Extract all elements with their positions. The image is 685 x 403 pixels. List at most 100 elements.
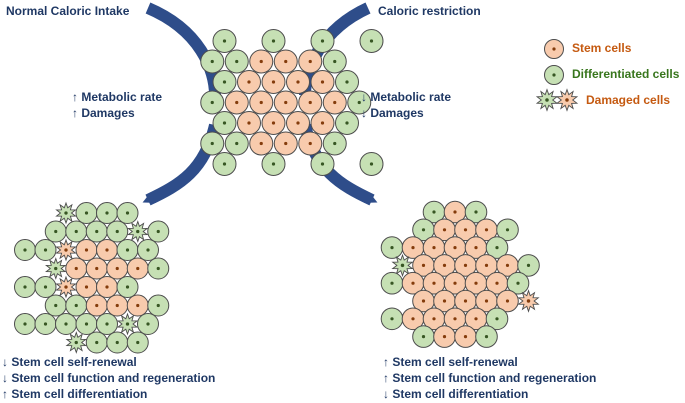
- damaged-cell: [45, 257, 67, 280]
- differentiated-cell: [65, 294, 88, 317]
- differentiated-cell: [44, 294, 67, 317]
- differentiated-cell: [85, 331, 108, 354]
- cell-clusters: [14, 29, 540, 354]
- differentiated-cell: [322, 131, 347, 156]
- stem-cell: [433, 325, 456, 348]
- differentiated-cell: [44, 220, 67, 243]
- differentiated-cell: [224, 49, 249, 74]
- differentiated-cell: [106, 220, 129, 243]
- differentiated-cell: [147, 257, 170, 280]
- outcome-line: ↓ Stem cell differentiation: [383, 387, 529, 401]
- differentiated-cell: [34, 276, 57, 298]
- stem-cell: [298, 90, 323, 115]
- damaged-cell: [127, 220, 149, 243]
- stem-cell: [96, 239, 118, 261]
- differentiated-cell: [85, 220, 108, 243]
- effects-restriction: ↓ Metabolic rate ↓ Damages: [361, 89, 451, 121]
- differentiated-cell: [116, 239, 139, 261]
- stem-cell: [298, 131, 323, 156]
- stem-cell: [126, 257, 149, 280]
- differentiated-cell: [212, 111, 237, 135]
- differentiated-cell: [200, 90, 225, 115]
- differentiated-cell: [96, 313, 118, 335]
- stem-cell: [273, 131, 298, 156]
- differentiated-cell: [137, 239, 159, 261]
- differentiated-cell: [212, 29, 237, 53]
- legend-label: Damaged cells: [586, 93, 671, 107]
- outcomes-normal: ↓ Stem cell self-renewal ↓ Stem cell fun…: [2, 354, 215, 402]
- title-normal-intake: Normal Caloric Intake: [6, 4, 130, 18]
- outcomes-restriction: ↑ Stem cell self-renewal ↑ Stem cell fun…: [383, 354, 596, 402]
- differentiated-cell: [34, 239, 57, 261]
- differentiated-cell: [335, 70, 359, 94]
- stem-cell: [273, 90, 298, 115]
- differentiated-cell: [147, 220, 170, 243]
- differentiated-cell: [359, 29, 384, 53]
- differentiated-cell: [34, 313, 57, 335]
- differentiated-cell: [517, 254, 540, 277]
- stem-cell: [322, 90, 347, 115]
- differentiated-cell: [412, 325, 435, 348]
- stem-cell: [433, 289, 456, 313]
- stem-cell: [75, 276, 98, 298]
- differentiated-cell: [212, 70, 237, 94]
- stem-cell: [65, 257, 88, 280]
- differentiated-cell: [106, 331, 129, 354]
- stem-cell: [273, 49, 298, 74]
- arrow-normal-in: [145, 2, 221, 101]
- differentiated-cell: [65, 220, 88, 243]
- stem-cell: [237, 70, 261, 94]
- differentiated-cell: [380, 307, 404, 331]
- differentiated-cell: [496, 218, 519, 242]
- stem-cell: [261, 111, 286, 135]
- stem-cell: [544, 39, 564, 59]
- differentiated-cell: [55, 313, 77, 335]
- differentiated-cell: [261, 29, 286, 53]
- differentiated-cell: [14, 313, 36, 335]
- stem-cell: [96, 276, 118, 298]
- differentiated-cell: [212, 152, 237, 176]
- damaged-cell: [55, 275, 77, 299]
- differentiated-cell: [380, 236, 404, 259]
- stem-cell: [310, 111, 335, 135]
- cluster-restriction: [380, 200, 540, 348]
- differentiated-cell: [116, 276, 139, 298]
- stem-cell: [485, 271, 509, 295]
- stem-cell: [401, 307, 425, 331]
- outcome-line: ↑ Stem cell differentiation: [2, 387, 148, 401]
- differentiated-cell: [322, 49, 347, 74]
- legend-label: Differentiated cells: [572, 67, 680, 81]
- stem-cell-icon: [544, 39, 564, 59]
- stem-cell: [496, 289, 519, 313]
- differentiated-cell: [96, 202, 118, 224]
- stem-cell: [261, 70, 286, 94]
- damaged-cell: [55, 201, 77, 225]
- damaged-cell: [55, 238, 77, 262]
- stem-cell: [454, 325, 477, 348]
- stem-cell: [310, 70, 335, 94]
- legend-label: Stem cells: [572, 41, 632, 55]
- effects-normal: ↑ Metabolic rate ↑ Damages: [72, 89, 162, 121]
- damaged-cell: [116, 312, 139, 336]
- outcome-line: ↑ Stem cell function and regeneration: [383, 371, 597, 385]
- differentiated-cell: [137, 313, 159, 335]
- stem-cell: [249, 49, 274, 74]
- differentiated-cell: [75, 202, 98, 224]
- stem-cell: [249, 90, 274, 115]
- differentiated-cell: [506, 271, 530, 295]
- outcome-line: ↓ Stem cell function and regeneration: [2, 371, 216, 385]
- differentiated-cell: [544, 65, 564, 85]
- stem-cell: [433, 254, 456, 277]
- stem-cell: [126, 294, 149, 317]
- stem-cell: [298, 49, 323, 74]
- effect-line: ↓ Metabolic rate: [361, 90, 452, 104]
- differentiated-cell: [464, 200, 488, 224]
- differentiated-cell: [310, 152, 335, 176]
- stem-cell: [286, 111, 310, 135]
- differentiated-cell: [475, 325, 498, 348]
- stem-cell: [443, 236, 467, 259]
- differentiated-cell: [75, 313, 98, 335]
- stem-cell: [85, 257, 108, 280]
